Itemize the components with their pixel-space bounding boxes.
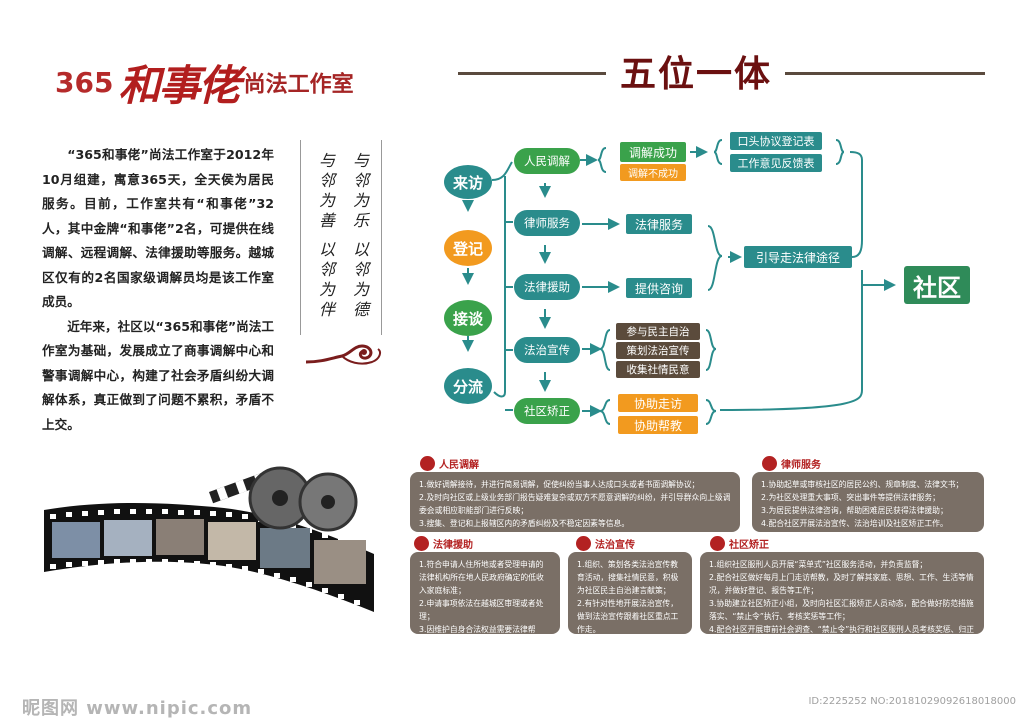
step-interview: 接谈	[444, 300, 492, 336]
branch-legal-aid: 法律援助	[514, 274, 580, 300]
panel-title-mediation: 人民调解	[420, 456, 479, 471]
community-box: 社区	[904, 266, 970, 304]
intro-text: “365和事佬”尚法工作室于2012年10月组建，寓意365天，全天侯为居民服务…	[42, 143, 274, 437]
image-id: ID:2225252 NO:20181029092618018000	[808, 696, 1016, 707]
step-visit: 来访	[444, 165, 492, 199]
couplet-left: 与邻为善 以邻为伴	[316, 152, 335, 322]
branch-lawyer: 律师服务	[514, 210, 580, 236]
title-rule-right	[785, 72, 985, 75]
step-register: 登记	[444, 230, 492, 266]
guide-legal-path: 引导走法律途径	[744, 246, 852, 268]
branch-publicity: 法治宣传	[514, 337, 580, 363]
panel-mediation: 1.做好调解接待，并进行简易调解，促使纠纷当事人达成口头或者书面调解协议； 2.…	[410, 472, 740, 532]
panel-lawyer: 1.协助起草或审核社区的居民公约、规章制度、法律文书； 2.为社区处理重大事项、…	[752, 472, 984, 532]
title-rule-left	[458, 72, 606, 75]
correction-visit: 协助走访	[618, 394, 698, 412]
step-divert: 分流	[444, 368, 492, 404]
branch-correction: 社区矫正	[514, 398, 580, 424]
panel-publicity: 1.组织、策划各类法治宣传教育活动，搜集社情民意，积极为社区民主自治建言献策； …	[568, 552, 692, 634]
watermark: 昵图网 www.nipic.com	[22, 698, 253, 719]
mediation-success: 调解成功	[620, 142, 686, 162]
film-strip-photos	[44, 466, 374, 612]
panel-aid: 1.符合申请人住所地或者受理申请的法律机构所在地人民政府确定的低收入家庭标准； …	[410, 552, 560, 647]
panel-title-correction: 社区矫正	[710, 536, 769, 551]
title-number: 365	[55, 66, 114, 99]
cloud-swirl-icon	[305, 344, 381, 365]
mediation-failed: 调解不成功	[620, 164, 686, 181]
publicity-collect-opinions: 收集社情民意	[616, 361, 700, 378]
panel-title-aid: 法律援助	[414, 536, 473, 551]
panel-correction: 1.组织社区服刑人员开展“菜单式”社区服务活动，并负责监督； 2.配合社区做好每…	[700, 552, 984, 647]
intro-paragraph-1: “365和事佬”尚法工作室于2012年10月组建，寓意365天，全天侯为居民服务…	[42, 147, 274, 309]
panel-title-publicity: 法治宣传	[576, 536, 635, 551]
branch-mediation: 人民调解	[514, 148, 580, 174]
title-brand: 和事佬	[118, 61, 241, 110]
scales-icon	[762, 456, 777, 471]
publicity-plan: 策划法治宣传	[616, 342, 700, 359]
right-title: 五位一体	[619, 53, 772, 95]
intro-paragraph-2: 近年来，社区以“365和事佬”尚法工作室为基础，发展成立了商事调解中心和警事调解…	[42, 318, 274, 432]
record-verbal-agreement: 口头协议登记表	[730, 132, 822, 150]
scales-icon	[420, 456, 435, 471]
scales-icon	[710, 536, 725, 551]
left-title: 365 和事佬 尚法工作室	[55, 52, 354, 110]
publicity-self-governance: 参与民主自治	[616, 323, 700, 340]
title-subtitle: 尚法工作室	[243, 72, 354, 98]
couplet-right: 与邻为乐 以邻为德	[350, 152, 369, 322]
scales-icon	[576, 536, 591, 551]
correction-help: 协助帮教	[618, 416, 698, 434]
record-feedback: 工作意见反馈表	[730, 154, 822, 172]
scales-icon	[414, 536, 429, 551]
couplet: 与邻为乐 以邻为德 与邻为善 以邻为伴	[300, 140, 382, 335]
provide-consult: 提供咨询	[626, 278, 692, 298]
footer: 昵图网 www.nipic.com ID:2225252 NO:20181029…	[0, 688, 1024, 721]
panel-title-lawyer: 律师服务	[762, 456, 821, 471]
lawyer-service: 法律服务	[626, 214, 692, 234]
